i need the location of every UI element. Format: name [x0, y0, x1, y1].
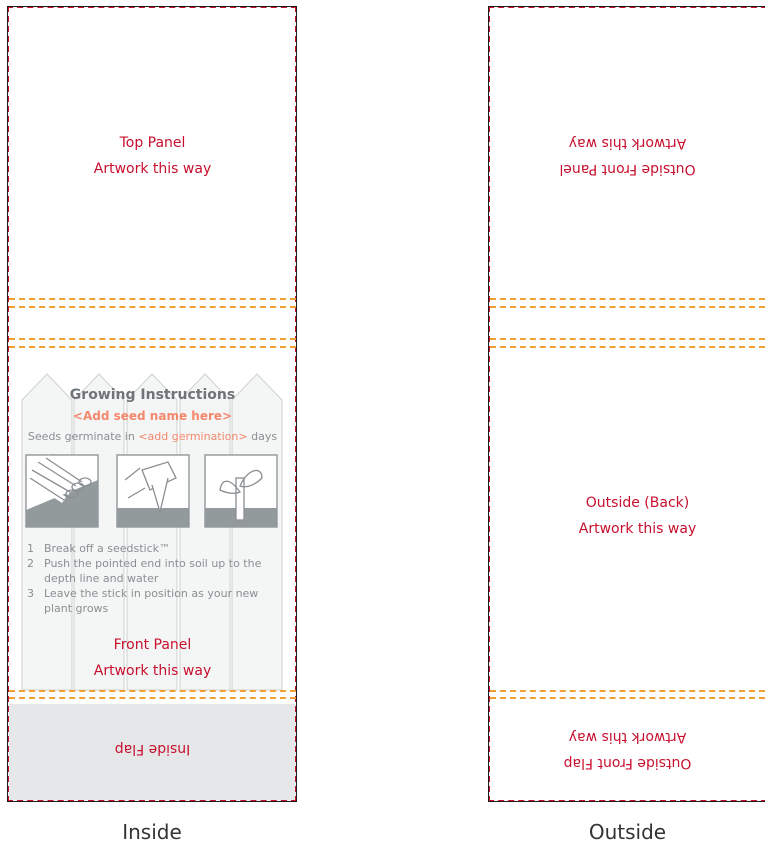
germination-line: Seeds germinate in <add germination> day…: [9, 430, 296, 443]
fold-line: [490, 346, 765, 348]
seed-name-placeholder: <Add seed name here>: [72, 409, 233, 423]
instruction-step: 1 Break off a seedstick™: [27, 541, 292, 556]
panel-direction: Artwork this way: [578, 521, 697, 537]
panel-name: Outside Front Flap: [563, 755, 692, 771]
seedstick-outline: [73, 373, 125, 691]
outside-caption: Outside: [588, 820, 667, 844]
fold-line: [490, 298, 765, 300]
step-2-illustration: [116, 454, 190, 528]
germination-placeholder: <add germination>: [138, 430, 248, 443]
fold-line: [9, 298, 296, 300]
outside-front-flap-label: Outside Front Flap Artwork this way: [490, 724, 765, 776]
panel-name: Front Panel: [113, 637, 192, 653]
step-text-continued: depth line and water: [44, 572, 159, 585]
outside-back-panel-label: Outside (Back) Artwork this way: [500, 490, 765, 542]
panel-name: Top Panel: [119, 135, 186, 151]
fold-line: [9, 346, 296, 348]
outside-sheet-outline: [488, 6, 765, 802]
fold-line: [490, 306, 765, 308]
seedstick-outline: [231, 373, 283, 691]
panel-name: Outside (Back): [585, 495, 690, 511]
inside-front-panel-label: Front Panel Artwork this way: [9, 632, 296, 684]
panel-direction: Artwork this way: [93, 663, 212, 679]
instruction-step: 2 Push the pointed end into soil up to t…: [27, 556, 292, 586]
seedstick-outline: [126, 373, 178, 691]
step-text: Leave the stick in position as your new: [44, 587, 259, 600]
inside-top-panel-label: Top Panel Artwork this way: [9, 130, 296, 182]
panel-name: Inside Flap: [114, 741, 191, 757]
panel-name: Outside Front Panel: [559, 161, 696, 177]
step-3-illustration: [204, 454, 278, 528]
inside-flap-background: [9, 704, 296, 800]
step-text: Push the pointed end into soil up to the: [44, 557, 262, 570]
fold-line: [490, 338, 765, 340]
panel-direction: Artwork this way: [568, 729, 687, 745]
fold-line: [490, 690, 765, 692]
fold-line: [9, 690, 296, 692]
fold-line: [9, 338, 296, 340]
inside-flap-label: Inside Flap: [9, 736, 296, 762]
panel-direction: Artwork this way: [568, 135, 687, 151]
step-text-continued: plant grows: [44, 602, 109, 615]
step-1-illustration: [25, 454, 99, 528]
outside-front-panel-label: Outside Front Panel Artwork this way: [490, 130, 765, 182]
germination-prefix: Seeds germinate in: [27, 430, 139, 443]
panel-direction: Artwork this way: [93, 161, 212, 177]
fold-line: [9, 306, 296, 308]
step-number: 2: [27, 557, 34, 570]
inside-caption: Inside: [122, 820, 182, 844]
step-number: 1: [27, 542, 34, 555]
instruction-step: 3 Leave the stick in position as your ne…: [27, 586, 292, 616]
fold-line: [9, 697, 296, 699]
seedstick-outline: [179, 373, 231, 691]
inside-sheet-outline: [7, 6, 297, 802]
step-text: Break off a seedstick™: [44, 542, 171, 555]
seedstick-outline: [21, 373, 73, 691]
germination-suffix: days: [247, 430, 278, 443]
instructions-title: Growing Instructions: [69, 387, 236, 403]
step-number: 3: [27, 587, 34, 600]
fold-line: [490, 697, 765, 699]
